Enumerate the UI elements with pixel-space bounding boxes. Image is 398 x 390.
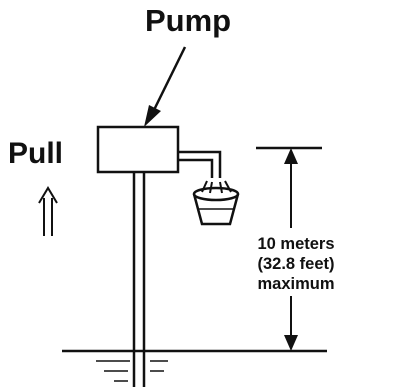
outlet-pipe — [178, 150, 222, 178]
height-label-line2: (32.8 feet) — [257, 255, 334, 273]
height-dimension — [256, 146, 322, 351]
pull-label: Pull — [8, 137, 63, 170]
water-ripples — [96, 360, 168, 382]
pump-label: Pump — [145, 3, 231, 38]
height-label-line1: 10 meters — [257, 235, 334, 253]
double-up-arrow-icon — [38, 186, 58, 236]
suction-pipe — [132, 172, 146, 387]
bucket — [192, 186, 240, 226]
pump-body — [96, 125, 180, 174]
height-label-line3: maximum — [257, 275, 334, 293]
pump-pointer-arrow — [144, 46, 187, 127]
